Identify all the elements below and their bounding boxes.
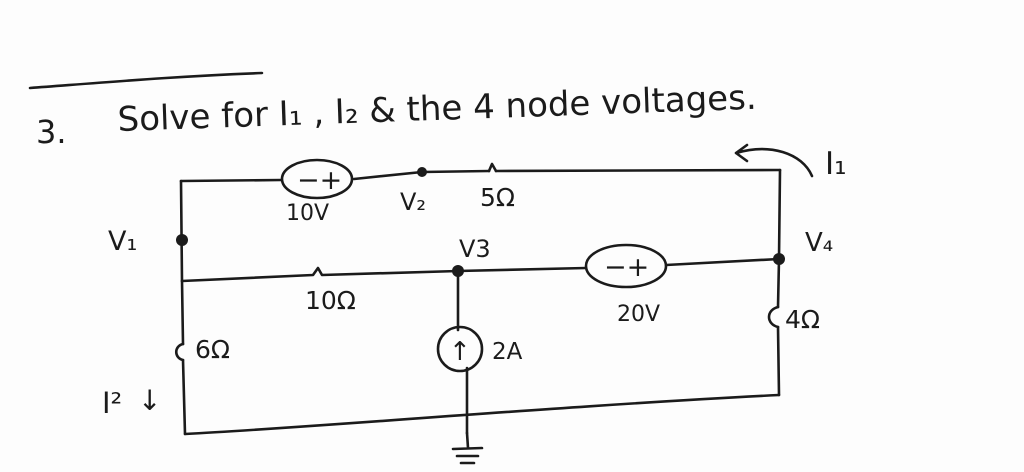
current-source-arrow: ↑ <box>449 337 471 367</box>
left-wire-lower <box>180 279 187 436</box>
node-v4-dot <box>773 253 785 265</box>
node-v1-dot <box>176 234 188 246</box>
current-i1-arrow-icon <box>734 143 814 178</box>
node-v3-dot <box>452 265 464 277</box>
label-2a: 2A <box>492 339 523 365</box>
voltage-source-20v: −+ <box>584 243 668 289</box>
source-20v-polarity: −+ <box>604 252 649 283</box>
right-wire-lower <box>776 257 781 397</box>
label-6ohm: 6Ω <box>195 335 230 364</box>
header-rule <box>28 71 264 90</box>
node-v4-label: V₄ <box>805 228 833 258</box>
resistor-5ohm <box>487 162 498 173</box>
node-v2-dot <box>417 167 427 177</box>
right-wire-upper <box>777 168 782 261</box>
bottom-wire <box>183 393 781 436</box>
middle-wire-left <box>180 266 460 283</box>
current-source-2a: ↑ <box>436 325 484 373</box>
source-10v-polarity: −+ <box>297 165 342 196</box>
current-i1-label: I₁ <box>825 146 847 182</box>
top-wire-left <box>179 178 283 183</box>
node-v1-label: V₁ <box>108 226 137 257</box>
current-i2-arrow-icon: ↓ <box>138 384 161 417</box>
voltage-source-10v: −+ <box>280 158 354 200</box>
resistor-4ohm <box>767 305 780 329</box>
ground-icon <box>451 431 484 465</box>
current-i2-label: I² <box>102 386 122 420</box>
label-5ohm: 5Ω <box>480 183 515 212</box>
middle-wire-right <box>456 257 781 273</box>
problem-statement: Solve for I₁ , I₂ & the 4 node voltages. <box>117 78 757 140</box>
node-v3-label: V3 <box>459 235 491 263</box>
node-v2-label: V₂ <box>400 188 426 216</box>
label-4ohm: 4Ω <box>785 305 820 334</box>
problem-number: 3. <box>36 113 67 151</box>
label-20v: 20V <box>617 302 660 327</box>
label-10ohm: 10Ω <box>305 286 356 315</box>
resistor-6ohm <box>174 342 185 362</box>
left-wire-upper <box>179 179 184 283</box>
label-10v: 10V <box>286 201 329 226</box>
top-wire-right <box>494 168 782 173</box>
